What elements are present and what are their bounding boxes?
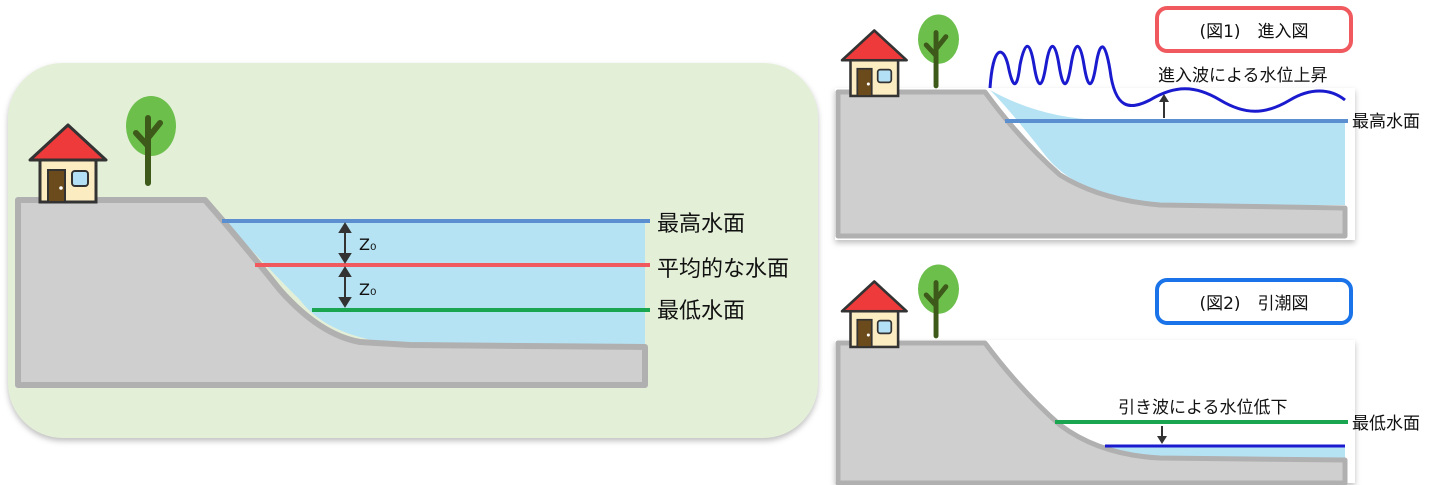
double-arrow-icon (338, 222, 352, 308)
lowest-level-label: 最低水面 (657, 299, 745, 324)
figure1-panel: (図1) 進入図 進入波による水位上昇 最高水面 (835, 6, 1420, 240)
average-level-label: 平均的な水面 (657, 257, 789, 282)
figure1-wave-label: 進入波による水位上昇 (1158, 66, 1328, 86)
z0-upper-label: Z₀ (359, 235, 376, 254)
z0-lower-label: Z₀ (359, 280, 376, 299)
figure1-title-box (1155, 6, 1353, 53)
figure2-water (1100, 445, 1345, 458)
tree-icon (918, 265, 959, 336)
figure2-drop-label: 引き波による水位低下 (1118, 398, 1288, 418)
water-body (225, 220, 645, 345)
house-icon (840, 280, 908, 349)
main-panel: Z₀ Z₀ 最高水面 平均的な水面 最低水面 (8, 63, 818, 438)
figure2-title: (図2) 引潮図 (1199, 294, 1308, 314)
figure2-ground (835, 340, 1348, 485)
arrow-down-icon (1157, 426, 1167, 444)
figure1-title: (図1) 進入図 (1199, 22, 1308, 42)
house-icon (840, 29, 908, 98)
figure2-title-box (1155, 278, 1353, 325)
highest-level-label: 最高水面 (657, 212, 745, 237)
figure1-ground (835, 89, 1348, 239)
tree-icon (918, 15, 959, 86)
incoming-wave (988, 44, 1346, 113)
figure2-panel: (図2) 引潮図 引き波による水位低下 最低水面 (835, 265, 1420, 485)
figure2-level-label: 最低水面 (1352, 414, 1420, 434)
arrow-up-icon (1159, 94, 1169, 118)
ground-slope (15, 197, 648, 388)
figure1-water (990, 90, 1345, 205)
figure1-level-label: 最高水面 (1352, 112, 1420, 132)
